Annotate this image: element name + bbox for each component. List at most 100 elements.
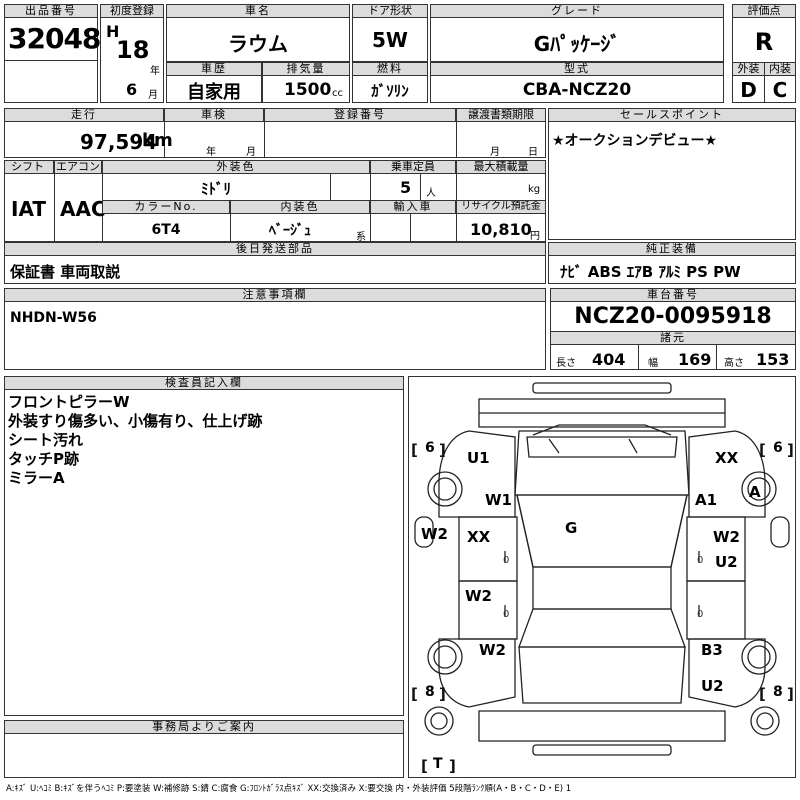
overall-score: R <box>754 28 774 56</box>
office-header: 事務局よりご案内 <box>4 720 404 734</box>
lot-no-header: 出品番号 <box>4 4 98 18</box>
notes: NHDN-W56 <box>10 310 97 326</box>
inspector-header: 検査員記入欄 <box>4 376 404 390</box>
yen-unit: 円 <box>530 231 540 242</box>
inspection-month-unit: 月 <box>246 147 256 158</box>
tire-rr-bracket-right: ] <box>787 685 794 703</box>
genuine-equip-header: 純正装備 <box>548 242 796 256</box>
inspector-note-line: 外装すり傷多い、小傷有り、仕上げ跡 <box>8 412 263 430</box>
int-color-header: 内装色 <box>230 200 370 214</box>
later-parts-header: 後日発送部品 <box>4 242 546 256</box>
inspector-note-line: タッチP跡 <box>8 450 79 468</box>
height: 153 <box>756 350 790 369</box>
tire-fr-depth: 6 <box>773 440 783 456</box>
mark-u2-right-door: U2 <box>715 553 738 571</box>
inspector-note-line: フロントピラーW <box>8 393 130 411</box>
cc-unit: cc <box>332 88 343 99</box>
month-unit: 月 <box>148 90 158 101</box>
sales-point: ★オークションデビュー★ <box>552 133 718 149</box>
mileage: 97,594 <box>80 130 158 154</box>
mark-w1: W1 <box>485 491 512 509</box>
reg-year: 18 <box>116 36 150 64</box>
fuel-header: 燃料 <box>352 62 428 76</box>
mark-u2-rear: U2 <box>701 677 724 695</box>
shift: IAT <box>11 197 47 221</box>
kei-unit: 系 <box>356 232 366 243</box>
inspection-header: 車検 <box>164 108 264 122</box>
specs-header: 諸元 <box>550 331 796 345</box>
first-reg-header: 初度登録 <box>100 4 164 18</box>
legend: A:ｷｽﾞ U:ﾍｺﾐ B:ｷｽﾞを伴うﾍｺﾐ P:要塗装 W:補修跡 S:錆 … <box>6 784 572 794</box>
exterior-header: 外装 <box>732 62 765 76</box>
tire-fr-bracket-left: [ <box>759 441 766 459</box>
import-header: 輸入車 <box>370 200 456 214</box>
interior-header: 内装 <box>764 62 796 76</box>
fuel: ｶﾞｿﾘﾝ <box>371 82 409 100</box>
tire-fr-bracket-right: ] <box>787 441 794 459</box>
displacement: 1500 <box>284 80 332 100</box>
mark-w2-pillar: W2 <box>421 525 448 543</box>
height-label: 高さ <box>724 358 744 369</box>
door-handle-l1: 0 <box>503 555 509 566</box>
aircon-header: エアコン <box>54 160 102 174</box>
sales-point-box <box>548 108 796 240</box>
car-outline: [ ] [ ] [ ] [ ] [ ] 0 0 0 0 <box>411 382 794 775</box>
history-header: 車歴 <box>166 62 262 76</box>
person-unit: 人 <box>426 188 436 199</box>
reg-no-header: 登録番号 <box>264 108 456 122</box>
genuine-equip: ﾅﾋﾞ ABS ｴｱB ｱﾙﾐ PS PW <box>560 263 741 281</box>
length-label: 長さ <box>556 358 576 369</box>
mark-b3: B3 <box>701 641 723 659</box>
width: 169 <box>678 350 712 369</box>
mark-xx-front: XX <box>715 449 739 467</box>
later-parts: 保証書 車両取説 <box>10 263 121 281</box>
spare-tire: T <box>433 756 443 772</box>
mileage-unit: km <box>142 130 173 151</box>
door-handle-r1: 0 <box>697 555 703 566</box>
mark-a1: A1 <box>695 491 718 509</box>
mark-w2-left-rear-door: W2 <box>465 587 492 605</box>
inspector-note-line: シート汚れ <box>8 431 84 449</box>
kg-unit: kg <box>528 184 541 195</box>
displacement-header: 排気量 <box>262 62 350 76</box>
tire-fl-bracket-right: ] <box>439 441 446 459</box>
chassis-header: 車台番号 <box>550 288 796 302</box>
transfer-month-unit: 月 <box>490 147 500 158</box>
chassis-no: NCZ20-0095918 <box>574 304 772 329</box>
int-color: ﾍﾞｰｼﾞｭ <box>269 223 311 239</box>
reg-month: 6 <box>126 80 138 99</box>
model-code: CBA-NCZ20 <box>522 80 632 100</box>
mark-u1: U1 <box>467 449 490 467</box>
spare-bracket-right: ] <box>449 757 456 775</box>
tire-rl-bracket-right: ] <box>439 685 446 703</box>
spare-bracket-left: [ <box>421 757 428 775</box>
ext-color: ﾐﾄﾞﾘ <box>200 180 231 198</box>
transfer-header: 譲渡書類期限 <box>456 108 546 122</box>
era-letter: H <box>106 22 120 41</box>
car-name-header: 車名 <box>166 4 350 18</box>
door-handle-r2: 0 <box>697 609 703 620</box>
capacity-header: 乗車定員 <box>370 160 456 174</box>
recycle-header: リサイクル預託金 <box>456 200 546 214</box>
exterior-score: D <box>740 78 757 102</box>
car-name: ラウム <box>228 32 288 56</box>
shift-header: シフト <box>4 160 54 174</box>
aircon: AAC <box>60 197 106 221</box>
history: 自家用 <box>187 82 241 103</box>
mark-w2-right-door: W2 <box>713 528 740 546</box>
condition-diagram: [ ] [ ] [ ] [ ] [ ] 0 0 0 0 6 6 8 8 T U1 <box>408 376 796 778</box>
max-load-header: 最大積載量 <box>456 160 546 174</box>
tire-fl-bracket-left: [ <box>411 441 418 459</box>
recycle-fee: 10,810 <box>470 220 532 239</box>
mileage-header: 走行 <box>4 108 164 122</box>
inspection-year-unit: 年 <box>206 147 216 158</box>
lot-number: 32048 <box>8 22 101 55</box>
model-code-header: 型式 <box>430 62 724 76</box>
tire-rr-depth: 8 <box>773 684 783 700</box>
inspector-note-line: ミラーA <box>8 469 65 487</box>
mark-a-mirror: A <box>749 483 761 501</box>
sales-point-header: セールスポイント <box>548 108 796 122</box>
grade: Gﾊﾟｯｹｰｼﾞ <box>533 32 621 56</box>
tire-rr-bracket-left: [ <box>759 685 766 703</box>
